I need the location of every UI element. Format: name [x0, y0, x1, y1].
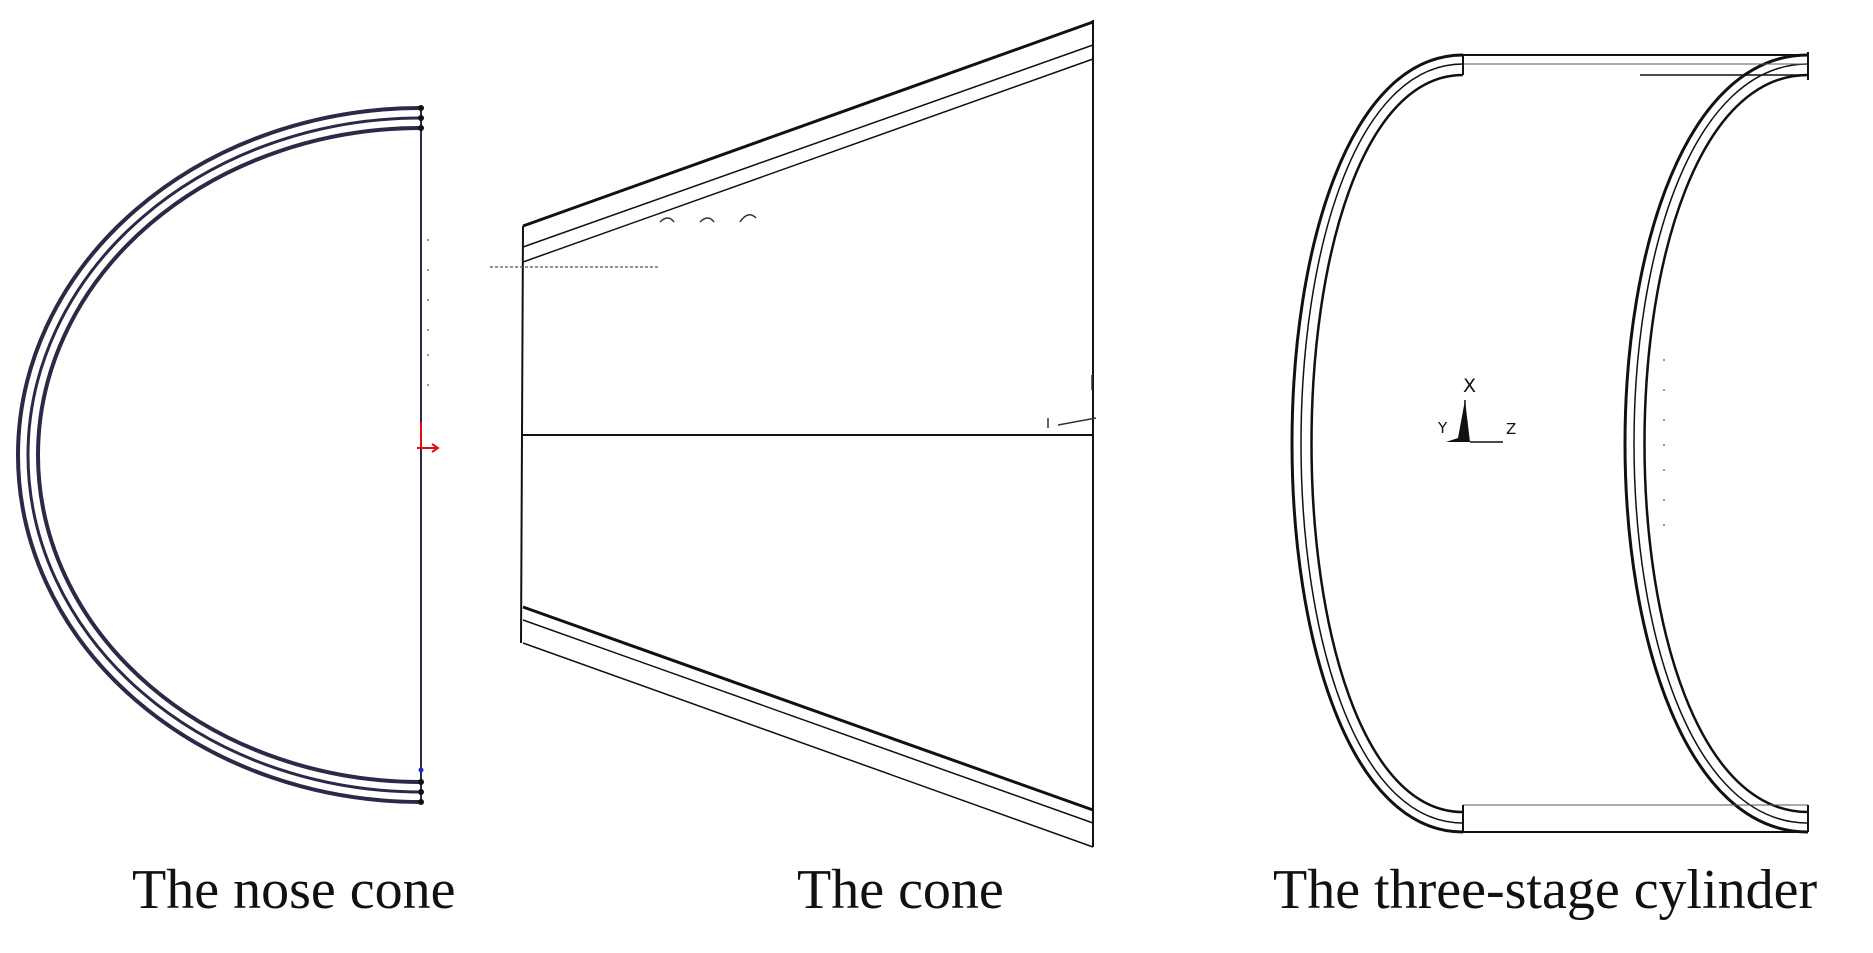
- cone-left-edge: [520, 225, 524, 644]
- cone-bottom-inner-edge-2: [522, 619, 1094, 824]
- cylinder-dotted-ticks: [1663, 359, 1665, 526]
- axis-label-y: Y: [1437, 419, 1448, 437]
- axis-label-x: X: [1463, 375, 1476, 397]
- nose-cone-red-marker: [417, 422, 440, 453]
- cone-top-outer-edge: [522, 20, 1094, 228]
- cone-drawing: [490, 20, 1097, 848]
- nose-cone-node-markers: [418, 105, 424, 805]
- caption-nose-cone: The nose cone: [132, 859, 456, 921]
- nose-cone-outer-arc: [16, 106, 422, 804]
- cylinder-right-ring-mid: [1633, 63, 1809, 824]
- cone-small-marks: [659, 214, 1097, 428]
- axis-label-z: Z: [1506, 420, 1516, 438]
- cylinder-right-ring-outer: [1623, 53, 1809, 834]
- cone-top-inner-edge-2: [522, 58, 1094, 263]
- axis-triad-glyph: [1446, 400, 1470, 442]
- cone-bottom-outer-edge: [522, 642, 1094, 848]
- cylinder-right-ring-inner: [1643, 73, 1809, 814]
- nose-cone-inner-arc: [36, 126, 422, 784]
- cone-bottom-inner-edge-1: [522, 605, 1094, 812]
- caption-cone: The cone: [797, 859, 1004, 921]
- axis-triad: X Y Z: [1437, 375, 1516, 443]
- cylinder-left-ring-inner: [1310, 73, 1464, 814]
- caption-three-stage-cylinder: The three-stage cylinder: [1273, 859, 1818, 921]
- cylinder-left-ring-mid: [1300, 63, 1464, 824]
- cylinder-left-ring-outer: [1290, 53, 1464, 834]
- nose-cone-dotted-ticks: [427, 239, 429, 386]
- cone-top-inner-edge-1: [522, 44, 1094, 248]
- nose-cone-middle-arc: [26, 116, 422, 794]
- nose-cone-drawing: [16, 105, 440, 805]
- nose-cone-blue-marker: [418, 767, 424, 773]
- cylinder-drawing: [1290, 52, 1809, 834]
